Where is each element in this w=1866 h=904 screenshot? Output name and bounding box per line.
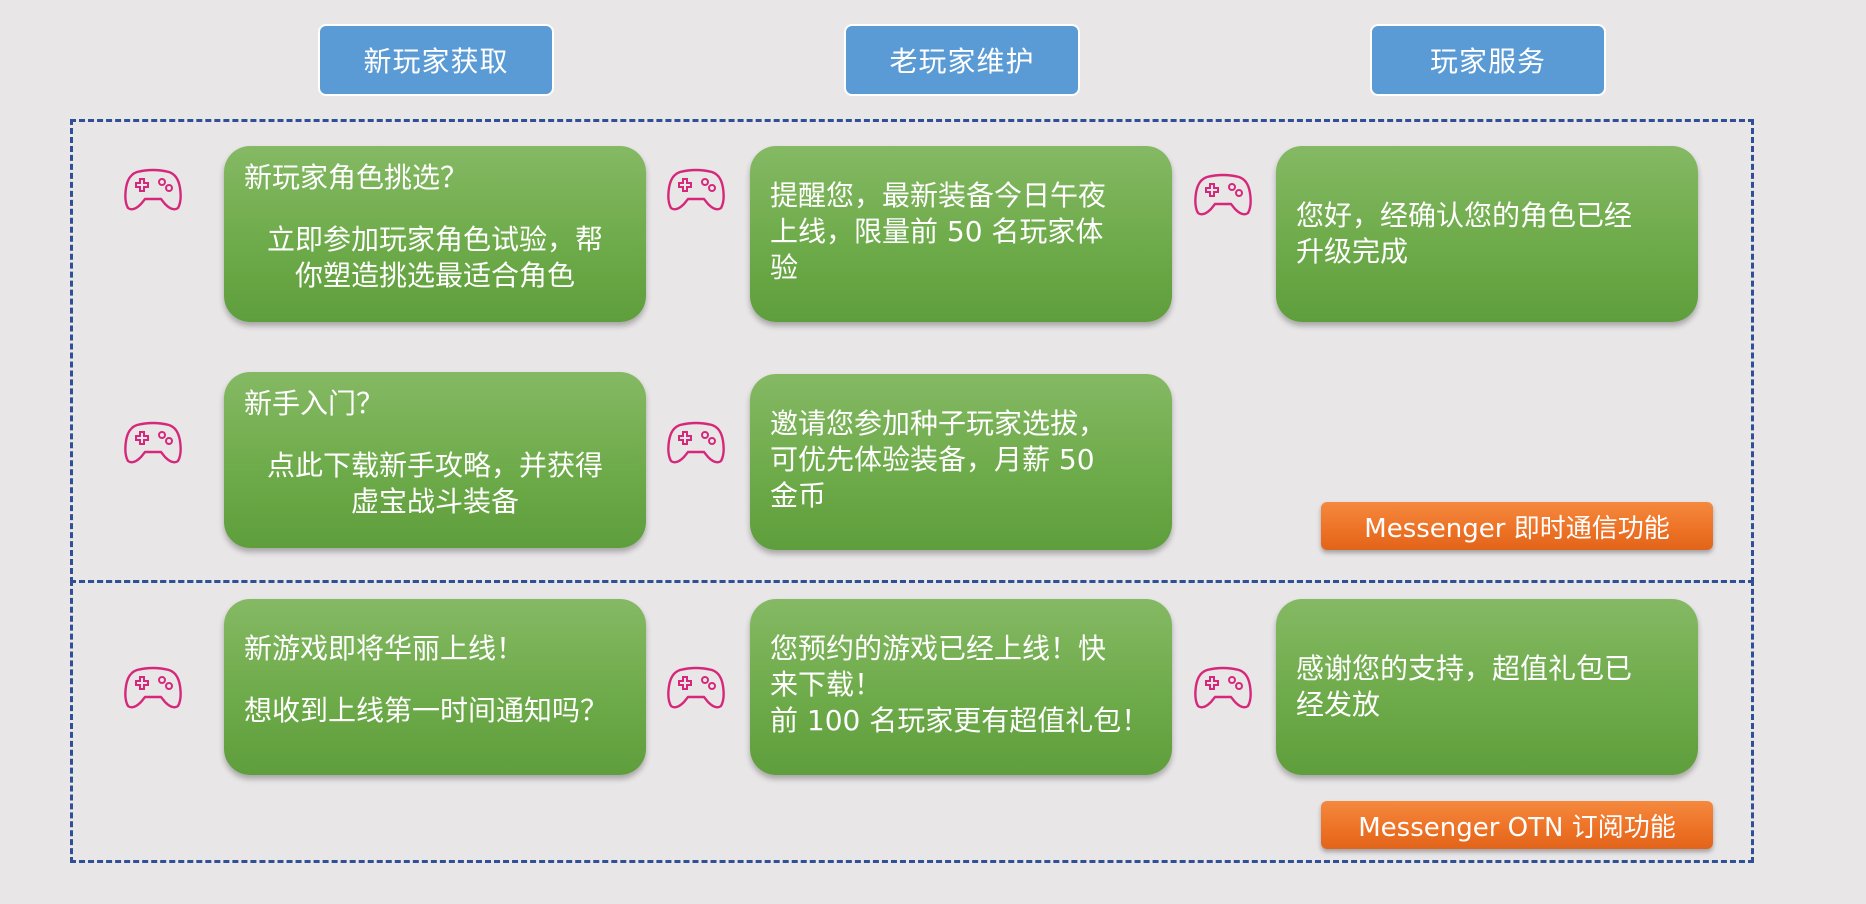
gamepad-icon	[124, 421, 182, 464]
card-role-select-body-1: 立即参加玩家角色试验，帮	[266, 223, 603, 256]
card-role-select-body-2: 你塑造挑选最适合角色	[294, 259, 575, 292]
gamepad-icon	[667, 168, 725, 211]
card-new-game-body: 想收到上线第一时间通知吗？	[244, 694, 609, 727]
card-new-game-title: 新游戏即将华丽上线！	[244, 632, 525, 665]
card-reserved-game: 您预约的游戏已经上线！快 来下载！ 前 100 名玩家更有超值礼包！	[750, 599, 1172, 775]
gamepad-icon	[1194, 666, 1252, 709]
card-equip-remind-line-3: 验	[770, 251, 799, 284]
card-new-game: 新游戏即将华丽上线！ 想收到上线第一时间通知吗？	[224, 599, 646, 775]
card-role-upgrade: 您好，经确认您的角色已经 升级完成	[1276, 146, 1698, 322]
card-equip-remind: 提醒您，最新装备今日午夜 上线，限量前 50 名玩家体 验	[750, 146, 1172, 322]
card-role-select-title: 新玩家角色挑选？	[244, 161, 469, 194]
header-new-players: 新玩家获取	[318, 24, 554, 96]
gamepad-icon	[124, 666, 182, 709]
card-beginner-body-1: 点此下载新手攻略，并获得	[266, 449, 603, 482]
badge-otn-subscription: Messenger OTN 订阅功能	[1321, 801, 1713, 849]
card-role-upgrade-line-2: 升级完成	[1296, 235, 1409, 268]
card-role-upgrade-line-1: 您好，经确认您的角色已经	[1296, 199, 1633, 232]
card-beginner-body-2: 虚宝战斗装备	[350, 485, 519, 518]
card-beginner-title: 新手入门？	[244, 387, 385, 420]
badge-instant-messaging: Messenger 即时通信功能	[1321, 502, 1713, 550]
card-seed-invite-line-1: 邀请您参加种子玩家选拔，	[770, 407, 1107, 440]
card-seed-invite-line-2: 可优先体验装备，月薪 50	[770, 443, 1095, 476]
card-beginner: 新手入门？ 点此下载新手攻略，并获得 虚宝战斗装备	[224, 372, 646, 548]
header-old-players: 老玩家维护	[844, 24, 1080, 96]
card-reserved-game-line-3: 前 100 名玩家更有超值礼包！	[770, 704, 1150, 737]
card-gift-sent: 感谢您的支持，超值礼包已 经发放	[1276, 599, 1698, 775]
card-gift-sent-line-2: 经发放	[1296, 688, 1381, 721]
gamepad-icon	[667, 666, 725, 709]
section-otn-subscription	[70, 580, 1754, 863]
header-player-service: 玩家服务	[1370, 24, 1606, 96]
gamepad-icon	[667, 421, 725, 464]
card-seed-invite-line-3: 金币	[770, 479, 827, 512]
card-equip-remind-line-2: 上线，限量前 50 名玩家体	[770, 215, 1104, 248]
card-reserved-game-line-1: 您预约的游戏已经上线！快	[770, 632, 1107, 665]
gamepad-icon	[124, 168, 182, 211]
card-role-select: 新玩家角色挑选？ 立即参加玩家角色试验，帮 你塑造挑选最适合角色	[224, 146, 646, 322]
gamepad-icon	[1194, 173, 1252, 216]
card-equip-remind-line-1: 提醒您，最新装备今日午夜	[770, 179, 1107, 212]
card-reserved-game-line-2: 来下载！	[770, 668, 883, 701]
card-gift-sent-line-1: 感谢您的支持，超值礼包已	[1296, 652, 1633, 685]
card-seed-invite: 邀请您参加种子玩家选拔， 可优先体验装备，月薪 50 金币	[750, 374, 1172, 550]
